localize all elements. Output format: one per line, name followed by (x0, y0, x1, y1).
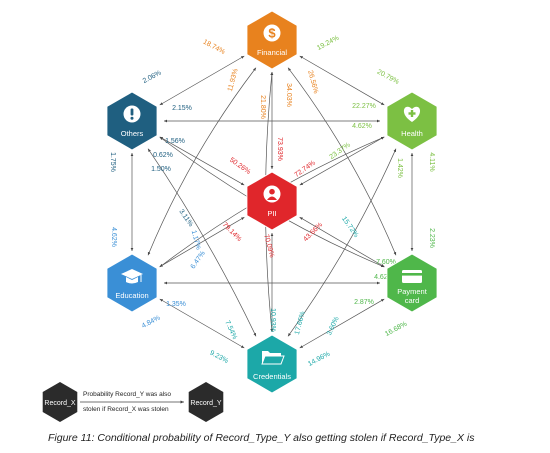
graduation-cap-icon (121, 269, 143, 284)
edge-label: 21.80% (259, 95, 266, 119)
node-others: Others (106, 91, 158, 151)
legend-text-line2: stolen if Record_X was stolen (83, 406, 169, 413)
edge-label: 73.93% (276, 137, 283, 161)
node-label: Credentials (253, 372, 291, 381)
heart-cross-icon (403, 106, 421, 122)
edge-label: 4.11% (428, 152, 435, 171)
edge-others-credentials (147, 148, 257, 337)
edge-label: 72.74% (293, 160, 316, 179)
person-icon (263, 185, 281, 203)
edge-education-credentials (159, 298, 245, 349)
node-label: Others (121, 129, 144, 138)
edge-label: 1.17% (190, 230, 202, 251)
edge-label: 34.03% (285, 83, 292, 107)
edge-label: 4.62% (110, 227, 117, 247)
edge-label: 11.93% (227, 68, 240, 92)
node-label: Education (115, 291, 148, 300)
edge-label: 7.60% (376, 259, 396, 266)
edge-label: 1.35% (166, 301, 186, 308)
edge-label: 0.62% (153, 152, 173, 159)
edge-label: 2.15% (172, 105, 192, 112)
edge-label: 1.50% (151, 166, 171, 173)
edge-payment-credentials (299, 298, 385, 349)
node-label: Health (401, 129, 423, 138)
edge-label: 17.66% (294, 311, 307, 336)
edge-label: 22.27% (352, 103, 376, 110)
dollar-coin-icon: $ (263, 24, 281, 42)
node-label: PII (267, 209, 276, 218)
edge-label: 19.24% (316, 35, 340, 52)
node-pii: PII (246, 171, 298, 231)
edge-label: 20.79% (376, 69, 400, 86)
node-label-line2: card (405, 296, 420, 305)
figure-caption: Figure 11: Conditional probability of Re… (48, 432, 475, 444)
edge-label: 15.72% (340, 215, 359, 238)
edge-label: 4.84% (141, 315, 162, 331)
node-label: Financial (257, 48, 287, 57)
legend: Record_X Record_Y Probability Record_Y was… (42, 382, 224, 422)
folder-icon (261, 351, 285, 365)
edge-financial-payment (287, 67, 397, 256)
legend-target-hexagon (188, 382, 224, 422)
exclamation-icon (123, 105, 141, 123)
edge-label: 4.62% (374, 274, 394, 281)
edge-label: 3.60% (326, 316, 341, 337)
edge-label: 14.96% (307, 351, 331, 368)
edge-label: 4.62% (352, 123, 372, 130)
edge-label: 3.11% (177, 208, 194, 228)
edge-label: 9.23% (208, 350, 229, 366)
svg-text:$: $ (268, 26, 276, 41)
legend-source-label: Record_X (44, 400, 75, 407)
node-education: Education (106, 253, 158, 313)
edge-pii-education (159, 216, 245, 268)
edge-label: 26.56% (306, 70, 319, 95)
edge-label: 2.87% (354, 299, 374, 306)
node-credentials: Credentials (246, 334, 298, 394)
edge-label: 1.42% (396, 158, 403, 178)
legend-text-line1: Probability Record_Y was also (83, 391, 171, 398)
credit-card-icon (402, 270, 422, 283)
edge-label: 6.47% (190, 250, 207, 270)
node-financial: $ Financial (246, 10, 298, 70)
node-label: Payment (397, 287, 428, 296)
legend-source-hexagon (42, 382, 78, 422)
edge-label: 1.75% (109, 152, 116, 172)
edge-label: 2.23% (428, 228, 435, 248)
node-health: Health (386, 91, 438, 151)
edge-label: 43.66% (302, 221, 324, 243)
edge-label: 16.68% (384, 321, 408, 338)
edge-label: 2.06% (142, 70, 163, 86)
edge-label: 18.74% (202, 39, 226, 56)
edge-health-credentials (287, 148, 397, 337)
edge-pii-payment (299, 216, 385, 268)
edge-label: 70.09% (262, 234, 275, 259)
edge-label: 10.93% (269, 308, 276, 332)
legend-target-label: Record_Y (190, 400, 221, 407)
edge-label: 1.56% (165, 138, 185, 145)
edge-label: 50.26% (228, 157, 251, 176)
